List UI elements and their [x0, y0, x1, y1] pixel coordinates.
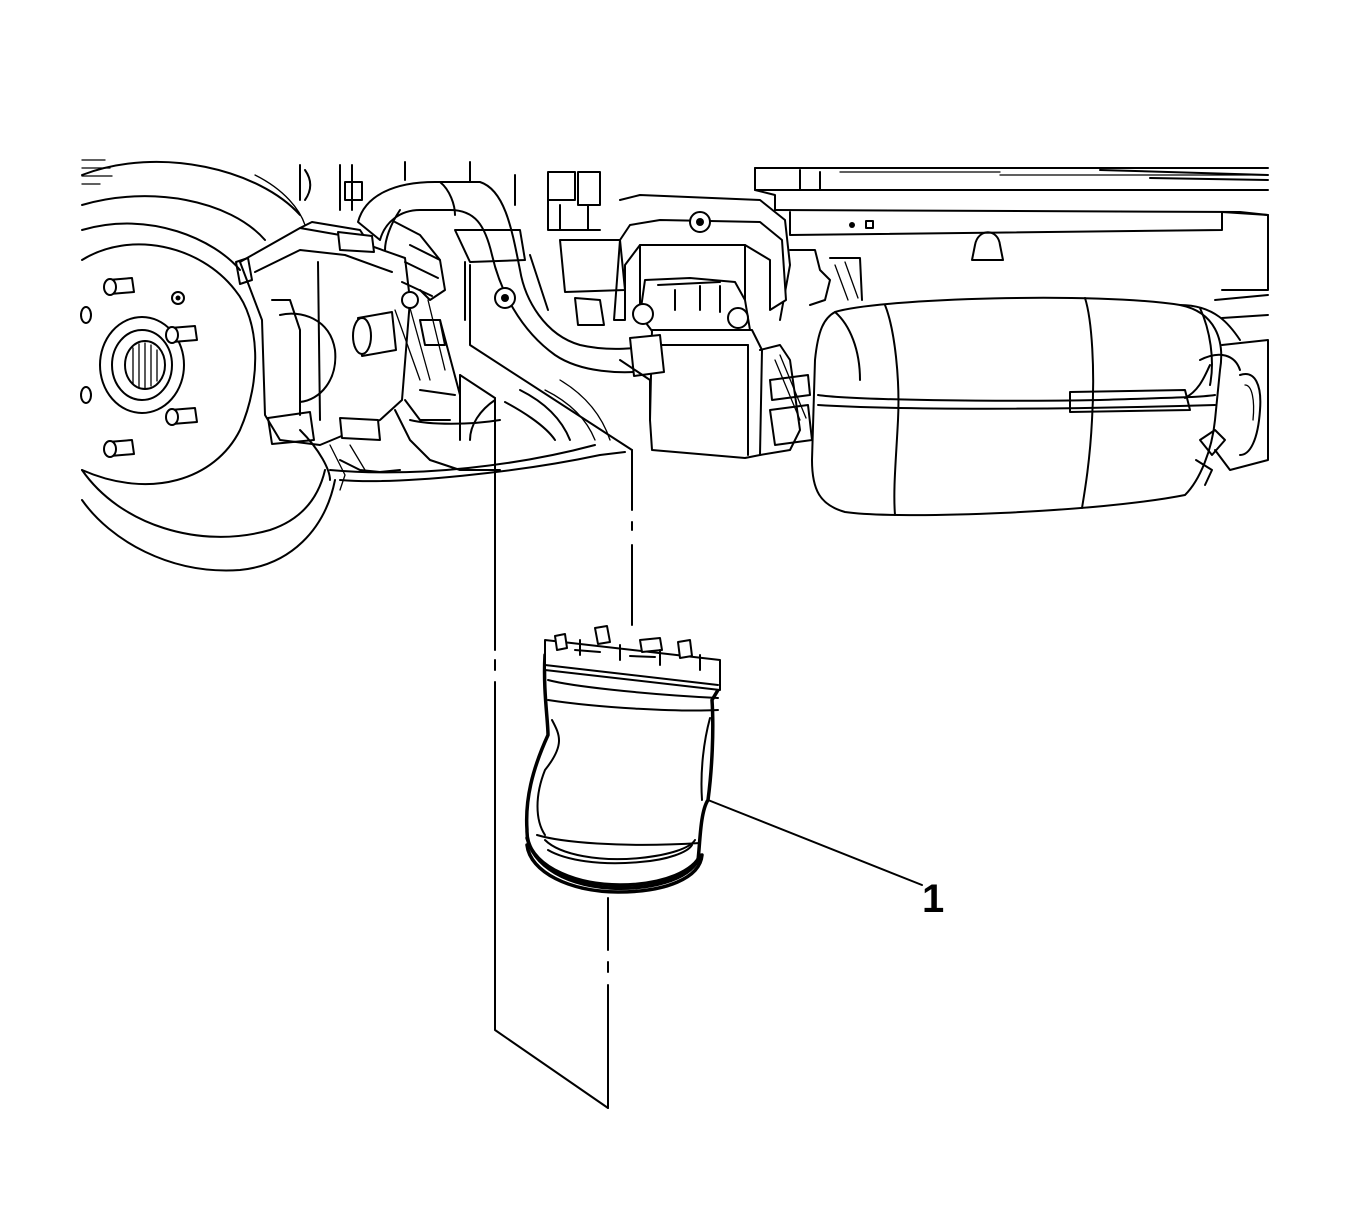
air-spring: [524, 625, 721, 894]
brake-rotor-assembly: [80, 159, 336, 572]
brake-caliper: [235, 221, 411, 491]
frame-and-brackets: [299, 161, 1269, 483]
alignment-lines: [459, 264, 633, 1109]
fuel-tank: [811, 294, 1269, 517]
callout-1: 1: [707, 799, 944, 921]
lug-studs: [80, 277, 198, 458]
callout-label-1: 1: [922, 877, 944, 921]
